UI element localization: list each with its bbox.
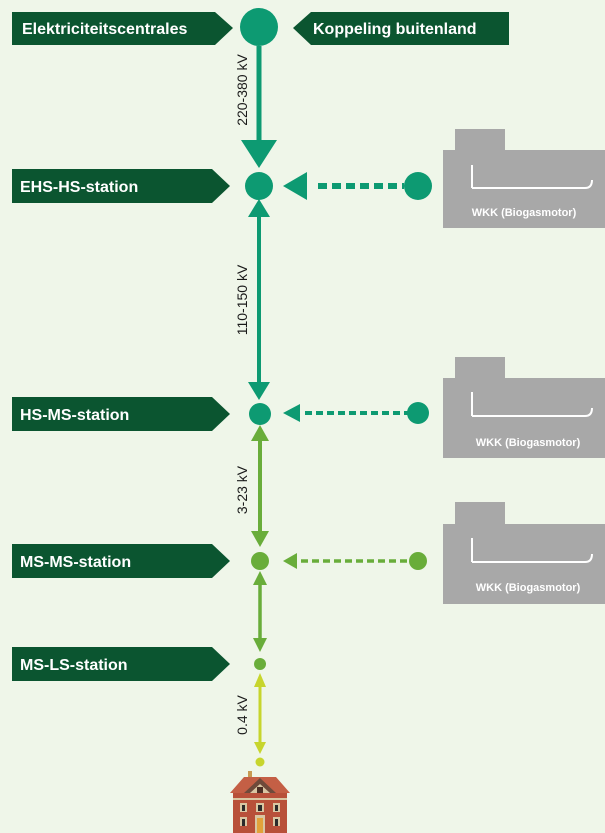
station-node-ms-ms	[251, 552, 269, 570]
wkk-feed-1	[283, 172, 432, 200]
voltage-label-220-380: 220-380 kV	[234, 54, 250, 126]
connection-mv-ls	[253, 571, 267, 652]
source-label-foreign-link: Koppeling buitenland	[293, 12, 509, 45]
wkk-feed-2	[283, 402, 429, 424]
station-label-ehs-hs: EHS-HS-station	[12, 169, 230, 203]
station-label-ms-ms-text: MS-MS-station	[20, 554, 131, 571]
connection-hv	[248, 199, 270, 400]
wkk-generator-icon: WKK (Biogasmotor)	[443, 502, 605, 604]
wkk-label-3: WKK (Biogasmotor)	[476, 582, 581, 594]
source-label-foreign-link-text: Koppeling buitenland	[313, 21, 477, 38]
wkk-label-1: WKK (Biogasmotor)	[472, 207, 577, 219]
voltage-label-3-23: 3-23 kV	[234, 465, 250, 514]
source-label-power-plants: Elektriciteitscentrales	[12, 12, 233, 45]
wkk-feed-3	[283, 552, 427, 570]
station-label-ms-ls-text: MS-LS-station	[20, 657, 128, 674]
voltage-label-0-4: 0.4 kV	[234, 695, 250, 735]
house-icon	[230, 771, 290, 833]
wkk-generator-icon: WKK (Biogasmotor)	[443, 129, 605, 228]
source-node	[240, 8, 278, 46]
station-label-hs-ms: HS-MS-station	[12, 397, 230, 431]
connection-ehv	[241, 46, 277, 168]
station-node-ehs-hs	[245, 172, 273, 200]
station-label-ms-ls: MS-LS-station	[12, 647, 230, 681]
station-label-hs-ms-text: HS-MS-station	[20, 407, 129, 424]
station-label-ehs-hs-text: EHS-HS-station	[20, 179, 138, 196]
station-label-ms-ms: MS-MS-station	[12, 544, 230, 578]
connection-mv	[251, 425, 269, 547]
station-node-hs-ms	[249, 403, 271, 425]
connection-lv	[254, 673, 266, 767]
voltage-label-110-150: 110-150 kV	[234, 264, 250, 335]
source-label-power-plants-text: Elektriciteitscentrales	[22, 21, 188, 38]
station-node-ms-ls	[254, 658, 266, 670]
wkk-label-2: WKK (Biogasmotor)	[476, 437, 581, 449]
wkk-generator-icon: WKK (Biogasmotor)	[443, 357, 605, 458]
